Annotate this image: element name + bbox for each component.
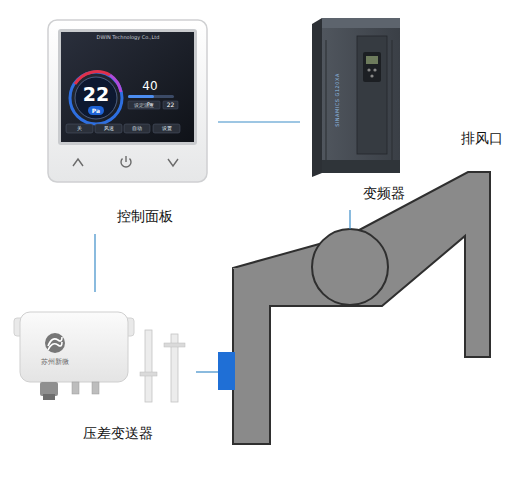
operator-key	[373, 68, 376, 71]
device-box: 控制面板	[40, 12, 218, 234]
model-text: SINAMICS G120XA	[335, 73, 340, 127]
cable-gland	[40, 382, 58, 396]
transmitter-device	[14, 312, 185, 402]
duct-fill	[233, 268, 270, 269]
inverter-base	[322, 160, 400, 173]
pressure-value: 22	[83, 85, 109, 104]
button-text: 关	[77, 126, 82, 131]
screen-button	[124, 124, 150, 133]
operator-display	[366, 56, 378, 64]
sensor-port	[218, 352, 235, 390]
power-key	[125, 156, 126, 162]
setting-name: 设定温度	[134, 103, 154, 108]
operator-key	[367, 68, 370, 71]
inverter-device	[312, 18, 400, 177]
inverter-top	[322, 18, 400, 28]
inverter-side	[312, 18, 322, 177]
panel-screen	[61, 32, 194, 142]
button-text: 风速	[104, 126, 114, 131]
cable-gland	[43, 394, 55, 400]
button-text: 自动	[132, 126, 142, 131]
operator-panel	[363, 52, 381, 82]
connector-line	[218, 121, 300, 122]
setting-value: 22	[167, 102, 175, 108]
inverter-groove	[326, 40, 327, 165]
unit-text: Pa	[92, 108, 100, 114]
inverter-groove	[392, 40, 393, 165]
duct-body	[233, 172, 490, 444]
drive-wire	[349, 210, 350, 229]
screen-button	[153, 124, 180, 133]
brand-logo	[45, 333, 65, 353]
up-key	[73, 159, 83, 166]
brand-text: 苏州新微	[41, 359, 69, 366]
operator-key	[370, 74, 373, 77]
fan-housing	[312, 229, 388, 305]
device-label: 控制面板	[117, 209, 173, 223]
button-text: 设置	[162, 126, 172, 131]
transmitter-housing	[20, 312, 128, 382]
outlet-label: 排风口	[461, 131, 503, 145]
screen-button	[66, 124, 93, 133]
panel-bezel	[58, 29, 197, 145]
pressure-nozzle	[92, 382, 99, 394]
air-duct	[233, 172, 490, 444]
probe-flange	[164, 343, 185, 347]
inverter-front-panel	[357, 36, 387, 154]
device-box: 压差变送器	[10, 292, 202, 450]
unit-pill	[88, 106, 104, 115]
pressure-nozzle	[72, 382, 79, 394]
down-key	[168, 159, 178, 166]
brand-text: DWIN Technology Co.,Ltd	[97, 35, 160, 40]
level-bar	[128, 95, 174, 98]
brand-logo	[48, 342, 62, 350]
brand-logo	[48, 337, 62, 346]
setting-box	[128, 101, 160, 109]
gauge-face	[75, 77, 117, 119]
gauge-ring	[70, 72, 122, 124]
device-label: 压差变送器	[83, 426, 153, 440]
screen-button	[95, 124, 122, 133]
pitot-probe	[145, 330, 152, 402]
level-bar-fill	[128, 95, 154, 98]
setpoint-value: 40	[142, 80, 157, 92]
device-label: 变频器	[363, 186, 405, 200]
probe-flange	[140, 372, 157, 376]
connector-line	[94, 234, 95, 292]
panel-frame	[48, 20, 207, 182]
device-box: 变频器	[300, 12, 414, 208]
signal-wire	[196, 371, 218, 372]
inverter-body	[322, 18, 400, 173]
setting-value-box	[163, 101, 178, 109]
control-panel-device	[48, 20, 207, 182]
